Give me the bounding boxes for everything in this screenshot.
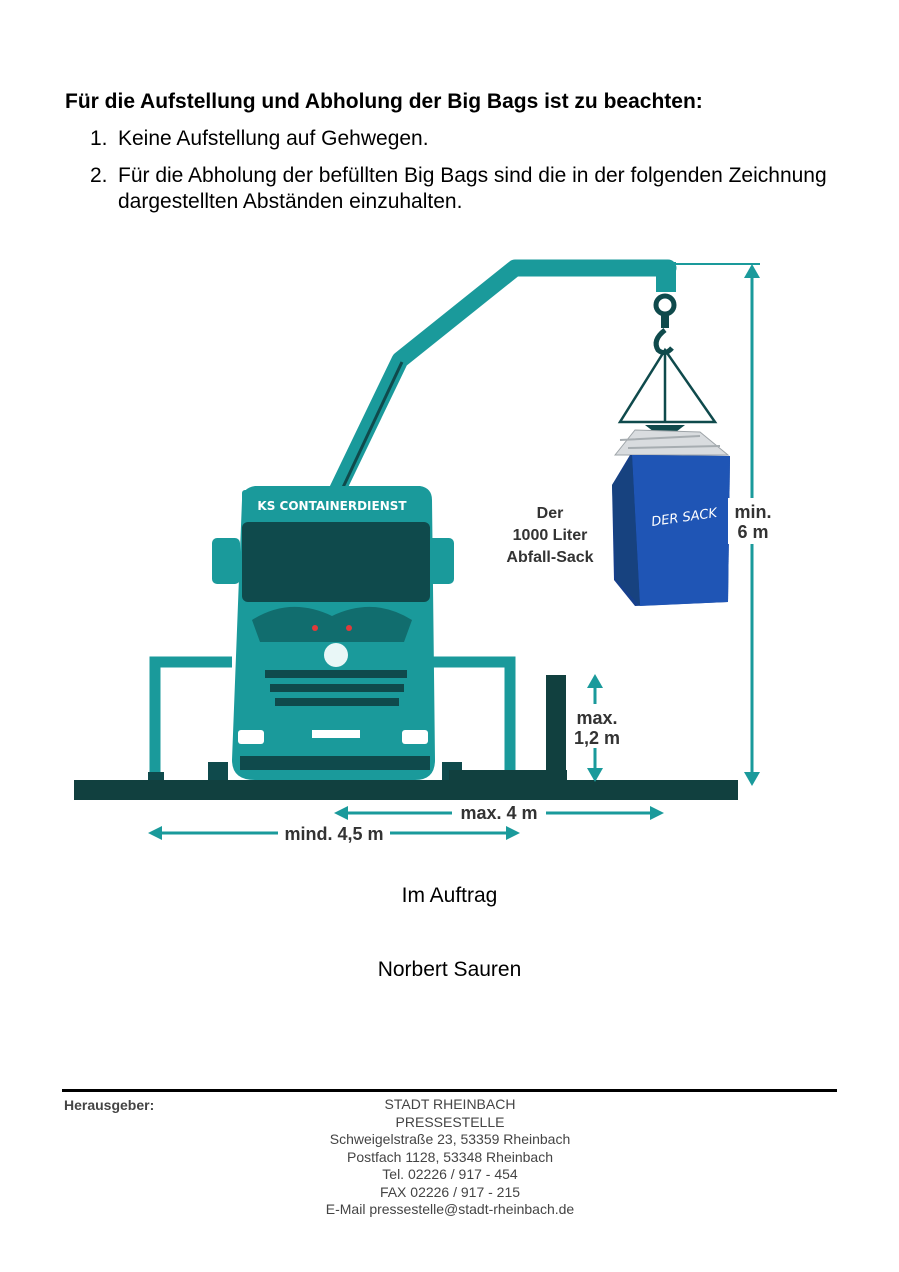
height-max-label: 1,2 m <box>574 728 620 748</box>
footer-line: PRESSESTELLE <box>395 1113 505 1130</box>
height-max-dimension: max. 1,2 m <box>572 674 622 782</box>
ground-line <box>74 780 738 800</box>
truck-icon: KS CONTAINERDIENST <box>208 486 462 780</box>
footer-divider <box>62 1089 837 1092</box>
list-item-text: Keine Aufstellung auf Gehwegen. <box>118 127 429 150</box>
page-heading: Für die Aufstellung und Abholung der Big… <box>65 90 703 113</box>
sack-label-line: 1000 Liter <box>513 527 588 544</box>
signature-name: Norbert Sauren <box>377 958 522 981</box>
height-min-label: min. <box>734 502 771 522</box>
list-item: 2. Für die Abholung der befüllten Big Ba… <box>90 163 850 215</box>
list-item: 1. Keine Aufstellung auf Gehwegen. <box>90 126 850 152</box>
big-bag-sack-icon: DER SACK <box>612 429 730 606</box>
footer-line: FAX 02226 / 917 - 215 <box>379 1183 521 1200</box>
footer-line: Tel. 02226 / 917 - 454 <box>382 1166 518 1182</box>
height-max-label: max. <box>576 708 617 728</box>
truck-banner-text: KS CONTAINERDIENST <box>257 499 407 513</box>
height-min-dimension: min. 6 m <box>674 263 778 786</box>
footer-line: STADT RHEINBACH <box>384 1096 516 1112</box>
sack-label-line: Der <box>537 505 564 522</box>
barrier-wall <box>449 675 567 780</box>
distance-min-label: mind. 4,5 m <box>284 824 383 844</box>
footer-line: Schweigelstraße 23, 53359 Rheinbach <box>329 1131 571 1147</box>
distance-max-label: max. 4 m <box>460 803 537 823</box>
publisher-address: STADT RHEINBACH PRESSESTELLE Schweigelst… <box>250 1096 650 1219</box>
crane-hook-icon <box>617 293 718 435</box>
footer-line: Postfach 1128, 53348 Rheinbach <box>346 1148 553 1165</box>
sack-label-line: Abfall-Sack <box>506 549 593 566</box>
sack-label: Der 1000 Liter Abfall-Sack <box>506 505 593 566</box>
instruction-list: 1. Keine Aufstellung auf Gehwegen. 2. Fü… <box>90 126 850 226</box>
list-item-text: Für die Abholung der befüllten Big Bags … <box>118 164 827 213</box>
distance-max-dimension: max. 4 m <box>334 802 664 824</box>
crane-truck-diagram: DER SACK Der 1000 Liter Abfall-Sack KS C… <box>74 259 778 844</box>
list-item-number: 2. <box>90 164 108 187</box>
crane-boom <box>326 259 677 504</box>
footer-email[interactable]: E-Mail pressestelle@stadt-rheinbach.de <box>325 1201 575 1217</box>
height-min-label: 6 m <box>737 522 768 542</box>
signature-prefix: Im Auftrag <box>401 884 498 907</box>
list-item-number: 1. <box>90 127 108 150</box>
distance-min-dimension: mind. 4,5 m <box>148 822 520 844</box>
footer-label: Herausgeber: <box>64 1097 155 1113</box>
